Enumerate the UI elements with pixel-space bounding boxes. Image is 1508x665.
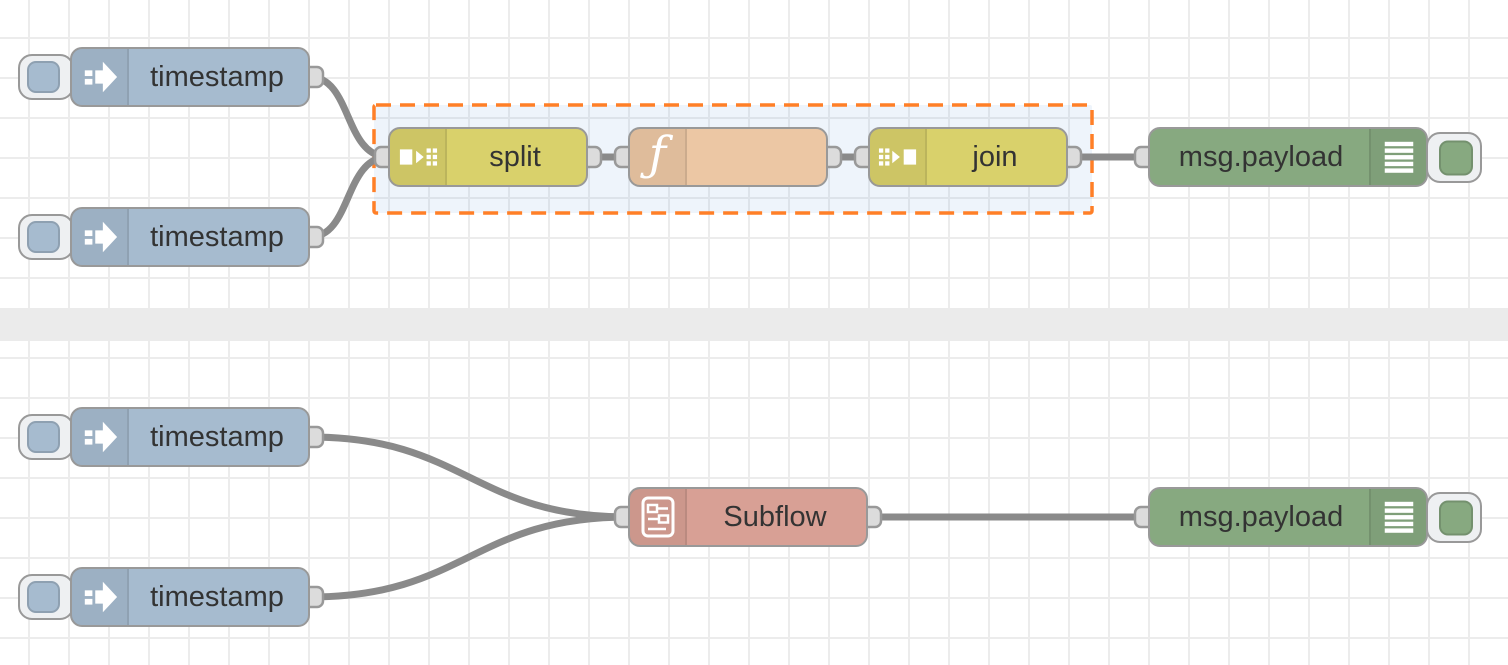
join-icon-region (870, 129, 927, 185)
split-icon (399, 148, 437, 166)
subflow-icon-region (630, 489, 687, 545)
inject-button-pad (27, 61, 60, 93)
node-subflow[interactable]: Subflow (628, 487, 868, 547)
debug-toggle-button[interactable] (1426, 492, 1482, 543)
join-icon (878, 148, 916, 166)
inject-trigger-button[interactable] (18, 54, 74, 100)
node-split[interactable]: split (388, 127, 588, 187)
debug-lines-icon (1384, 141, 1413, 173)
debug-icon-region (1369, 129, 1426, 185)
node-label: split (489, 140, 541, 173)
node-label: msg.payload (1178, 500, 1344, 533)
node-join[interactable]: join (868, 127, 1068, 187)
node-debug-msg-payload[interactable]: msg.payload (1148, 127, 1428, 187)
inject-trigger-button[interactable] (18, 214, 74, 260)
inject-icon-region (72, 569, 129, 625)
node-label: timestamp (150, 580, 284, 613)
split-icon-region (390, 129, 447, 185)
inject-button-pad (27, 581, 60, 613)
debug-icon-region (1369, 489, 1426, 545)
debug-button-pad (1439, 500, 1473, 535)
inject-icon-region (72, 409, 129, 465)
node-label: timestamp (150, 220, 284, 253)
debug-lines-icon (1384, 501, 1413, 533)
inject-arrow-icon (84, 581, 117, 613)
inject-button-pad (27, 421, 60, 453)
node-label (688, 129, 822, 185)
inject-button-pad (27, 221, 60, 253)
node-inject-timestamp[interactable]: timestamp (70, 47, 310, 107)
node-function[interactable]: ƒ (628, 127, 828, 187)
debug-button-pad (1439, 140, 1473, 175)
node-label: Subflow (723, 500, 827, 533)
inject-arrow-icon (84, 61, 117, 93)
node-debug-msg-payload[interactable]: msg.payload (1148, 487, 1428, 547)
node-label: join (972, 140, 1018, 173)
function-icon: ƒ (648, 126, 667, 182)
node-label: timestamp (150, 60, 284, 93)
inject-trigger-button[interactable] (18, 414, 74, 460)
section-divider-band (0, 308, 1508, 341)
debug-toggle-button[interactable] (1426, 132, 1482, 183)
inject-icon-region (72, 49, 129, 105)
node-inject-timestamp[interactable]: timestamp (70, 407, 310, 467)
node-inject-timestamp[interactable]: timestamp (70, 567, 310, 627)
node-label: msg.payload (1178, 140, 1344, 173)
inject-trigger-button[interactable] (18, 574, 74, 620)
node-inject-timestamp[interactable]: timestamp (70, 207, 310, 267)
wire[interactable] (306, 513, 632, 601)
wire[interactable] (306, 433, 632, 521)
inject-icon-region (72, 209, 129, 265)
function-icon-region: ƒ (630, 129, 687, 185)
subflow-icon (641, 496, 674, 538)
inject-arrow-icon (84, 421, 117, 453)
node-label: timestamp (150, 420, 284, 453)
inject-arrow-icon (84, 221, 117, 253)
